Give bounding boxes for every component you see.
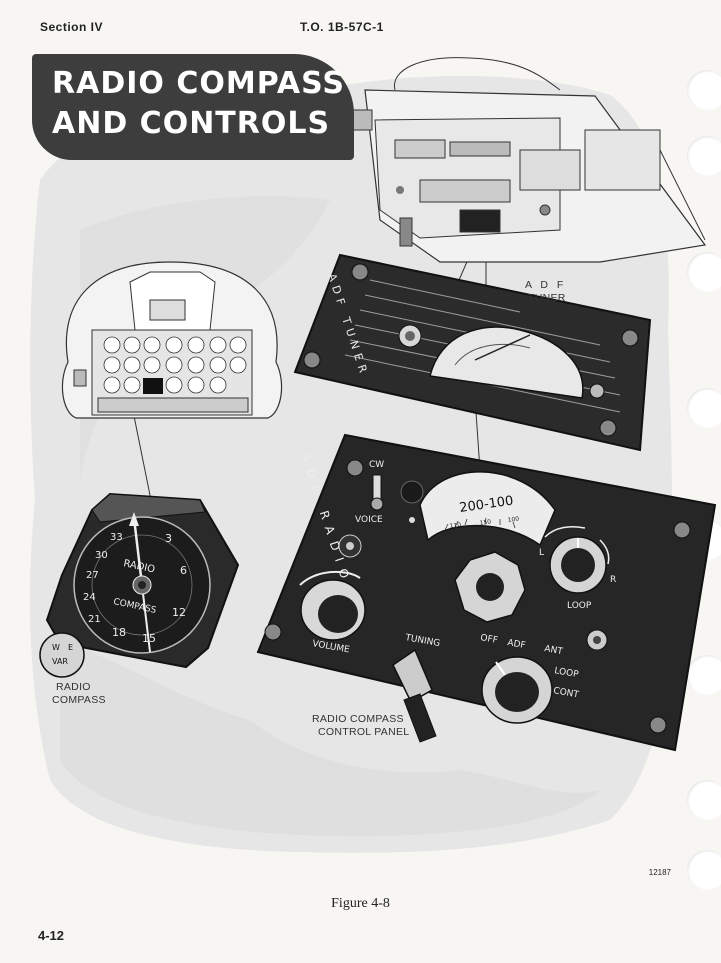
adf-tuner-panel: ADF TUNER	[293, 253, 652, 452]
binder-hole	[687, 655, 721, 695]
document-id: T.O. 1B-57C-1	[300, 20, 384, 34]
control-panel-callout-line2: CONTROL PANEL	[318, 726, 410, 738]
background-shade	[60, 640, 600, 837]
figure-reference-number: 12187	[648, 868, 671, 877]
radio-compass-callout-line2: COMPASS	[52, 694, 106, 706]
compass-num-18: 18	[112, 626, 126, 639]
adf-tuner-callout-line1: A D F	[525, 279, 567, 291]
var-knob-w: W	[52, 643, 60, 652]
mode-adf-label: ADF	[506, 638, 526, 651]
binder-hole	[687, 70, 721, 110]
title-line-2: AND CONTROLS	[52, 106, 331, 141]
var-knob-e: E	[68, 643, 73, 652]
compass-num-27: 27	[86, 570, 99, 581]
side-console-view	[349, 57, 707, 263]
title-banner	[32, 54, 354, 160]
binder-hole	[687, 850, 721, 890]
compass-num-21: 21	[88, 614, 101, 625]
page-number: 4-12	[38, 928, 65, 943]
loop-r-label: R	[610, 575, 616, 585]
voice-label: VOICE	[355, 515, 383, 525]
binder-hole	[687, 780, 721, 820]
control-panel-callout-line1: RADIO COMPASS	[312, 713, 404, 725]
title-line-1: RADIO COMPASS	[52, 66, 346, 101]
figure-caption: Figure 4-8	[331, 896, 390, 911]
var-knob-label: VAR	[52, 657, 68, 666]
scale-110: 110	[449, 521, 461, 530]
loop-l-label: L	[539, 548, 544, 558]
compass-num-6: 6	[180, 564, 187, 577]
cw-label: CW	[369, 460, 384, 470]
binder-hole	[687, 252, 721, 292]
adf-tuner-callout-line2: TUNER	[528, 292, 566, 304]
cockpit-panel-view	[61, 261, 283, 419]
binder-hole	[687, 388, 721, 428]
compass-num-15: 15	[142, 632, 156, 645]
mode-ant-label: ANT	[543, 644, 563, 657]
compass-num-33: 33	[110, 532, 123, 543]
scale-100: 100	[507, 515, 519, 524]
mode-loop-label: LOOP	[553, 666, 579, 680]
binder-holes	[681, 0, 721, 963]
radio-compass-indicator: RADIO COMPASS 3 6 12 15 18 21 24 27 30 3…	[39, 492, 240, 678]
radio-compass-callout-line1: RADIO	[56, 681, 91, 693]
compass-num-24: 24	[83, 592, 96, 603]
section-label: Section IV	[40, 20, 104, 34]
band-label: 200-100	[458, 494, 514, 516]
scale-150: 150	[479, 518, 491, 527]
mode-off-label: OFF	[479, 633, 498, 646]
mode-cont-label: CONT	[552, 686, 579, 700]
compass-num-30: 30	[95, 550, 108, 561]
radio-compass-control-panel: ADF RADIO CW VOICE 200-100 110 150 100 L…	[256, 433, 717, 752]
compass-num-12: 12	[172, 606, 186, 619]
binder-hole	[687, 136, 721, 176]
loop-label: LOOP	[567, 601, 592, 611]
compass-num-3: 3	[165, 532, 172, 545]
